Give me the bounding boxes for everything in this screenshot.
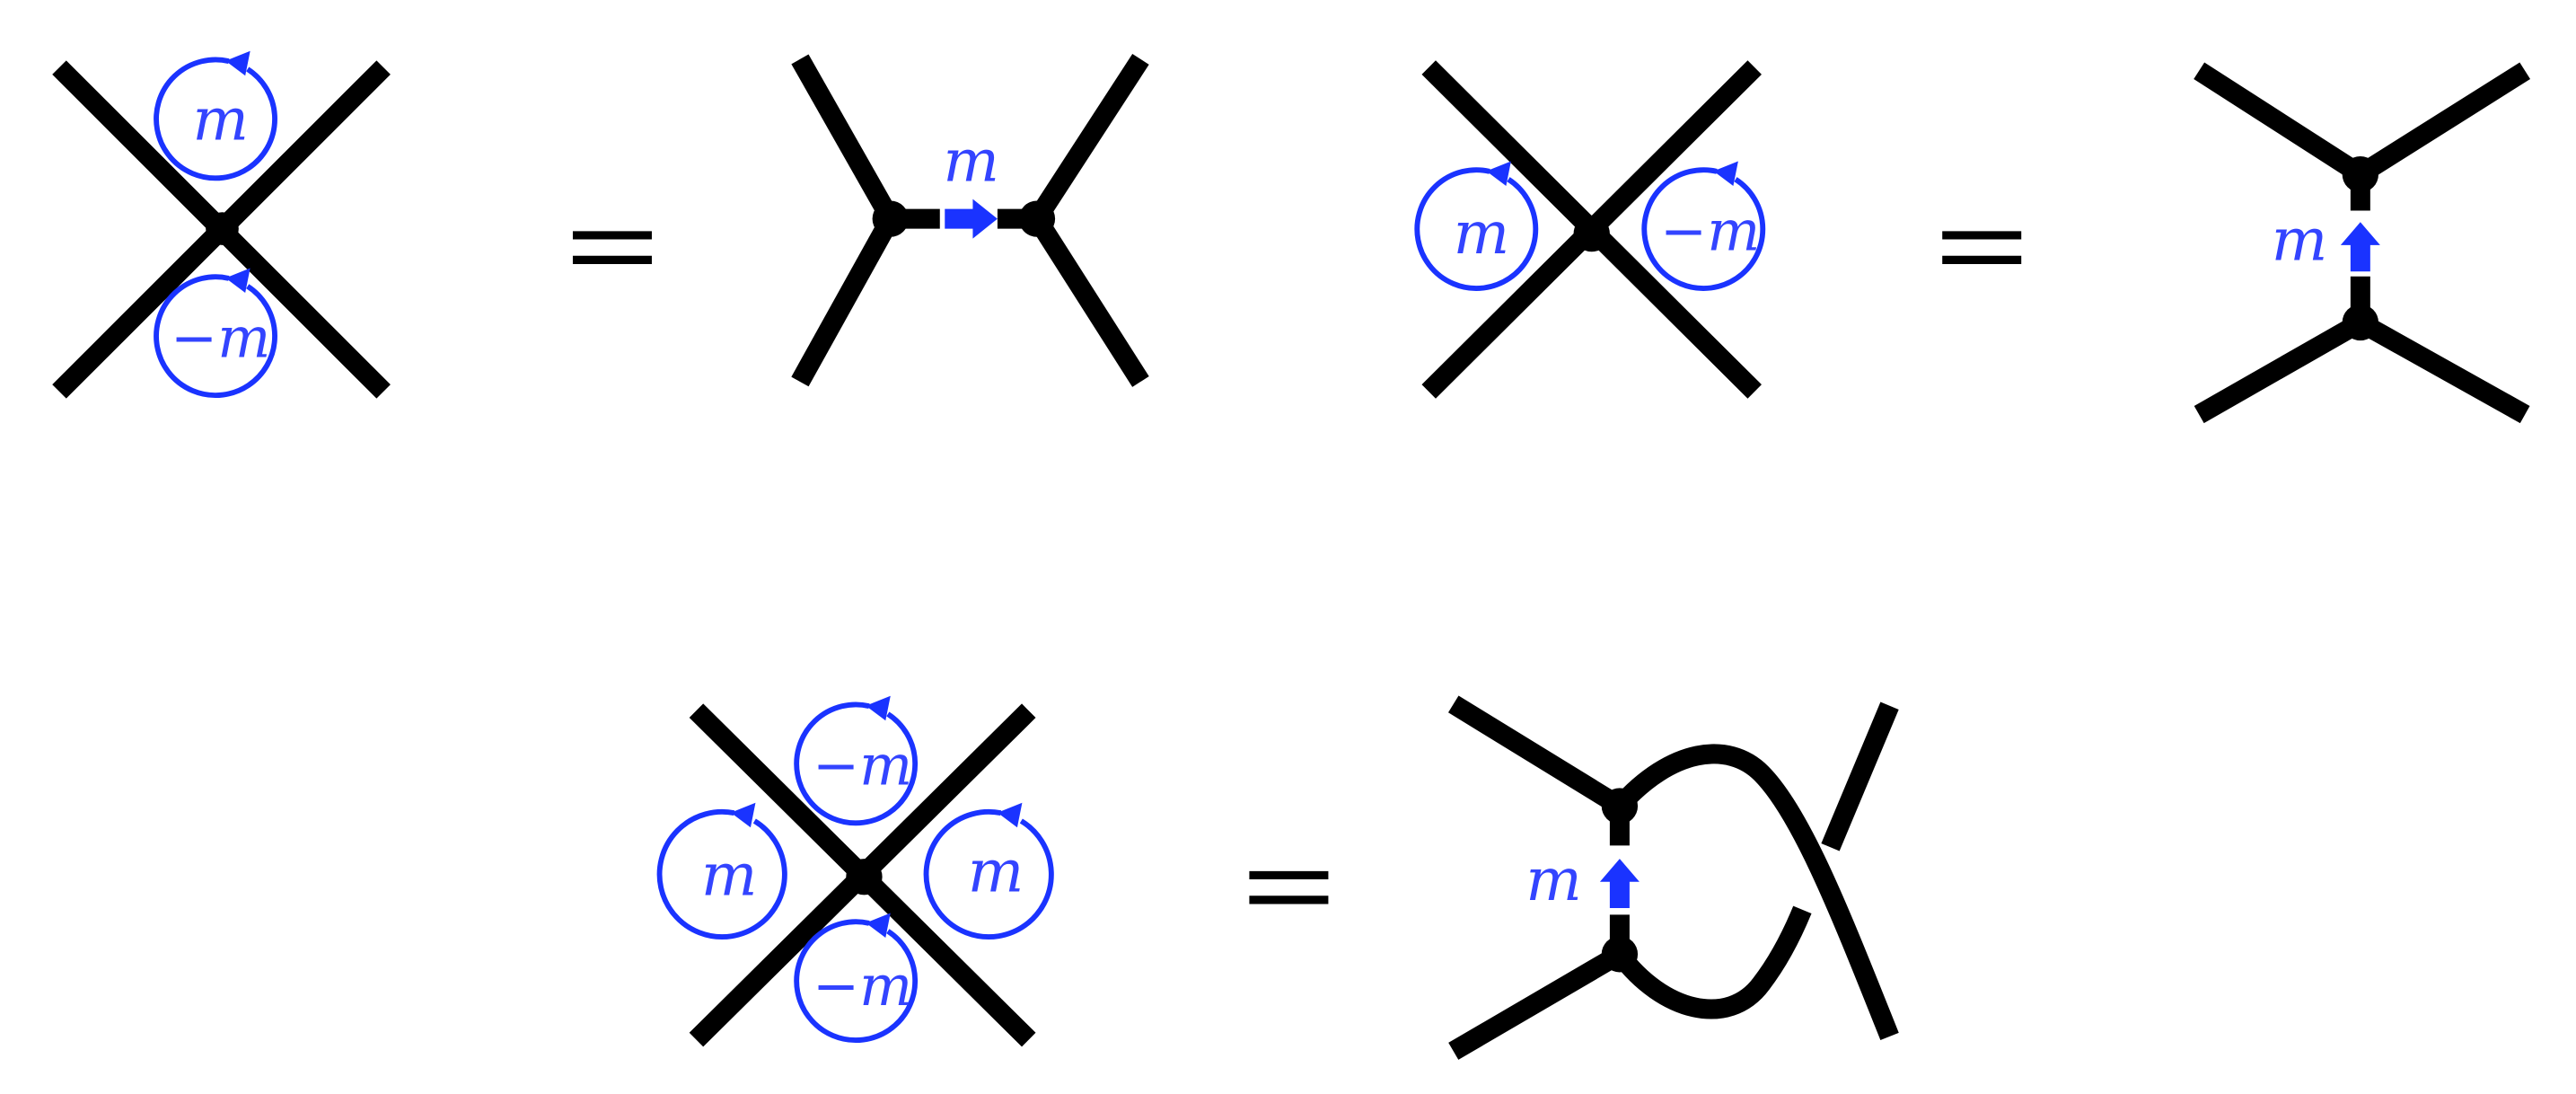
loop-annotation-top: −m [794, 695, 919, 826]
loop-annotation-left: m [656, 802, 787, 940]
edge [2354, 62, 2531, 183]
loop-annotation-left: m [1414, 161, 1539, 291]
diagram-6-crossed-split: m [1447, 695, 1899, 1060]
label-neg-m: −m [813, 953, 912, 1019]
label-m: m [1525, 845, 1582, 914]
edge [1028, 53, 1149, 225]
vertex-node [2342, 304, 2379, 341]
vertex-node [1601, 936, 1639, 973]
equals-sign [572, 231, 652, 264]
loop-annotation-bottom: −m [154, 268, 277, 399]
edge [791, 54, 900, 225]
edge [2194, 313, 2366, 424]
label-m: m [943, 127, 999, 196]
loop-annotation-right: m [923, 802, 1054, 940]
vertex-node [872, 200, 909, 237]
vertex-node [1573, 215, 1610, 252]
equals-sign [1249, 870, 1329, 904]
vertex-node [1601, 788, 1639, 825]
arrow-up-icon [1599, 859, 1640, 909]
label-m: m [2272, 205, 2328, 274]
loop-annotation-bottom: −m [794, 913, 919, 1044]
loop-annotation-top: m [154, 50, 277, 181]
label-m: m [192, 85, 249, 154]
loop-annotation-right: −m [1641, 161, 1766, 291]
vertex-node [846, 859, 883, 895]
diagram-2-split-horizontal: m [791, 53, 1149, 387]
edge [1448, 945, 1625, 1060]
edge [2355, 313, 2530, 424]
label-neg-m: −m [1660, 198, 1760, 263]
diagram-5-vertex: −m m m −m [656, 695, 1054, 1047]
edge [1028, 213, 1149, 387]
edge [791, 214, 900, 387]
label-neg-m: −m [813, 733, 912, 798]
arrow-right-icon [945, 199, 998, 239]
label-m: m [968, 837, 1024, 906]
diagram-1-vertex: m −m [52, 50, 391, 399]
edge [1447, 695, 1625, 815]
vertex-node [206, 212, 239, 245]
vertex-node [2342, 156, 2379, 193]
edge [1612, 905, 1812, 1019]
label-neg-m: −m [171, 304, 270, 370]
edge [1821, 701, 1899, 851]
diagram-4-split-vertical: m [2194, 62, 2531, 424]
edge [2194, 62, 2366, 183]
label-m: m [1454, 199, 1510, 268]
arrow-up-icon [2340, 222, 2380, 272]
edge [1612, 744, 1899, 1040]
vertex-node [1018, 200, 1056, 237]
label-m: m [701, 840, 758, 909]
diagram-3-vertex: m −m [1414, 60, 1766, 399]
equals-sign [1942, 231, 2022, 264]
